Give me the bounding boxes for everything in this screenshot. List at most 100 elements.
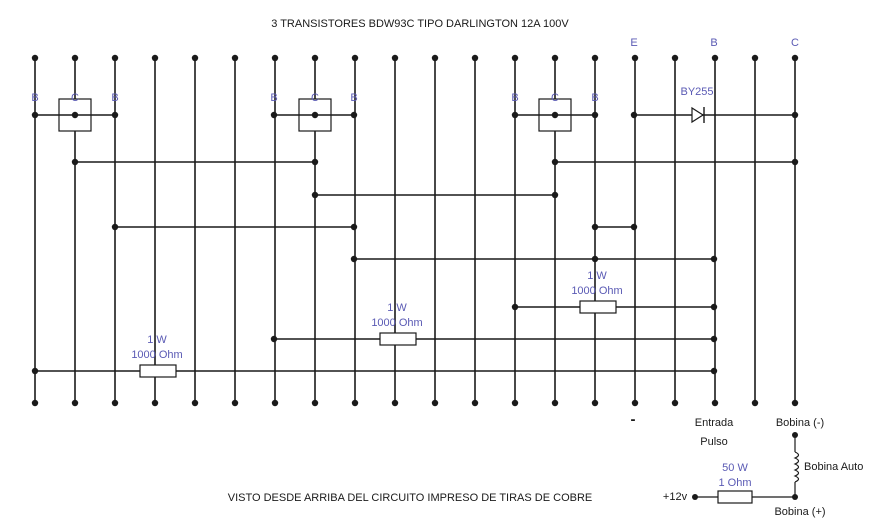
- strip-end-dot: [511, 399, 519, 407]
- strip-end-dot: [391, 399, 399, 407]
- strip-end-dot: [311, 399, 319, 407]
- t2-collector-label: C: [311, 92, 319, 104]
- strip-end-dot: [671, 54, 679, 62]
- solder-joint: [270, 111, 278, 119]
- strip-end-dot: [351, 54, 359, 62]
- diode-by255: BY255: [680, 86, 714, 124]
- t3-collector-label: C: [551, 92, 559, 104]
- resistor-2: 1 W 1000 Ohm: [371, 302, 423, 346]
- strip-end-dot: [271, 399, 279, 407]
- output-c-label: C: [791, 37, 799, 49]
- solder-joint: [350, 223, 358, 231]
- strip-end-dot: [591, 399, 599, 407]
- solder-joint: [511, 303, 519, 311]
- strip-end-dot: [711, 54, 719, 62]
- r3-power: 1 W: [587, 270, 607, 282]
- bobina-auto-label: Bobina Auto: [804, 461, 863, 473]
- strip-end-dot: [551, 54, 559, 62]
- strip-end-dot: [111, 54, 119, 62]
- solder-joint: [591, 223, 599, 231]
- diode-label: BY255: [680, 86, 713, 98]
- strip-end-dot: [671, 399, 679, 407]
- strip-end-dot: [231, 399, 239, 407]
- solder-joint: [710, 303, 718, 311]
- strip-end-dot: [31, 54, 39, 62]
- solder-joint: [710, 335, 718, 343]
- pulso-label: Pulso: [700, 436, 728, 448]
- transistor-2: B C B: [270, 92, 358, 132]
- solder-joint: [270, 335, 278, 343]
- transistor-pin-dot: [72, 112, 78, 118]
- strip-end-dot: [791, 54, 799, 62]
- solder-joint: [111, 111, 119, 119]
- strip-end-dot: [111, 399, 119, 407]
- solder-joint: [511, 111, 519, 119]
- transistor-3: B C B: [511, 92, 599, 132]
- coil-symbol: [793, 451, 800, 483]
- t2-emitter-label: B: [350, 92, 357, 104]
- t1-base-label: B: [31, 92, 38, 104]
- entrada-label: Entrada: [695, 417, 734, 429]
- strip-end-dot: [351, 399, 359, 407]
- minus-label: -: [631, 411, 636, 428]
- r4-power: 50 W: [722, 462, 748, 474]
- jumper-wires: [31, 111, 799, 375]
- strip-end-dot: [71, 54, 79, 62]
- diode-symbol: [691, 106, 705, 124]
- solder-joint: [591, 111, 599, 119]
- t1-collector-label: C: [71, 92, 79, 104]
- t2-base-label: B: [270, 92, 277, 104]
- diagram-title: 3 TRANSISTORES BDW93C TIPO DARLINGTON 12…: [271, 18, 569, 30]
- resistor-3: 1 W 1000 Ohm: [571, 270, 623, 314]
- strip-end-dot: [31, 399, 39, 407]
- resistor-4: [717, 490, 753, 504]
- r1-value: 1000 Ohm: [131, 349, 182, 361]
- solder-joint: [551, 191, 559, 199]
- r1-power: 1 W: [147, 334, 167, 346]
- bobina-neg-label: Bobina (-): [776, 417, 824, 429]
- solder-joint: [31, 111, 39, 119]
- strip-end-dot: [551, 399, 559, 407]
- solder-joint: [31, 367, 39, 375]
- solder-joint: [551, 158, 559, 166]
- strip-end-dot: [431, 54, 439, 62]
- t3-base-label: B: [511, 92, 518, 104]
- solder-joint: [710, 255, 718, 263]
- strip-end-dot: [231, 54, 239, 62]
- transistor-pin-dot: [312, 112, 318, 118]
- strip-end-dot: [631, 399, 639, 407]
- strip-end-dot: [191, 54, 199, 62]
- solder-joint: [311, 158, 319, 166]
- resistor-1: 1 W 1000 Ohm: [131, 334, 183, 378]
- ignition-coil-circuit: 50 W 1 Ohm: [692, 432, 800, 504]
- strip-end-dot: [431, 399, 439, 407]
- strip-end-dot: [751, 399, 759, 407]
- strip-end-dot: [71, 399, 79, 407]
- r2-value: 1000 Ohm: [371, 317, 422, 329]
- r4-value: 1 Ohm: [718, 477, 751, 489]
- transistor-1: B C B: [31, 92, 119, 132]
- solder-joint: [350, 255, 358, 263]
- solder-joint: [791, 158, 799, 166]
- strip-end-dot: [471, 399, 479, 407]
- supply-label: +12v: [663, 491, 688, 503]
- strip-end-dot: [591, 54, 599, 62]
- solder-joint: [311, 191, 319, 199]
- output-e-label: E: [630, 37, 637, 49]
- r2-power: 1 W: [387, 302, 407, 314]
- solder-joint: [710, 367, 718, 375]
- strip-end-dot: [151, 399, 159, 407]
- strip-end-dot: [311, 54, 319, 62]
- solder-joint: [71, 158, 79, 166]
- solder-joint: [791, 111, 799, 119]
- strip-end-dot: [751, 54, 759, 62]
- transistor-pin-dot: [552, 112, 558, 118]
- solder-joint: [350, 111, 358, 119]
- strip-end-dot: [391, 54, 399, 62]
- solder-joint: [111, 223, 119, 231]
- strip-end-dot: [711, 399, 719, 407]
- strip-end-dot: [271, 54, 279, 62]
- bobina-pos-label: Bobina (+): [774, 506, 825, 518]
- strip-end-dot: [511, 54, 519, 62]
